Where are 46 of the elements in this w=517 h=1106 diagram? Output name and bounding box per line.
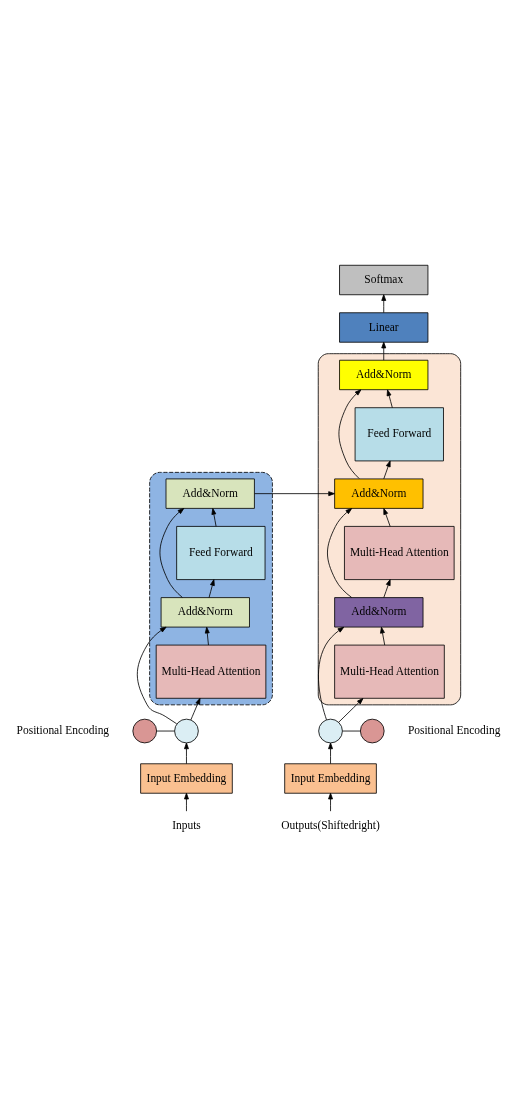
arrow <box>190 697 201 721</box>
node-circle <box>360 718 385 744</box>
node-box: Input Embedding <box>140 763 233 794</box>
node-box: Linear <box>339 312 429 343</box>
arrow <box>338 698 364 723</box>
arrow <box>208 579 215 598</box>
node-box: Feed Forward <box>176 526 266 580</box>
connector <box>156 730 175 732</box>
arrow <box>211 508 217 527</box>
arrow <box>327 508 353 598</box>
node-circle <box>132 718 157 744</box>
node-box: Add&Norm <box>334 597 424 628</box>
node-text: Inputs <box>172 819 201 832</box>
node-box: Add&Norm <box>160 597 250 628</box>
arrow <box>383 579 391 598</box>
arrow <box>383 460 391 480</box>
arrow <box>328 742 333 765</box>
arrow <box>338 389 362 479</box>
node-box: Softmax <box>339 264 429 296</box>
arrow <box>381 341 387 361</box>
node-box: Multi-Head Attention <box>155 644 267 699</box>
connector <box>342 730 361 732</box>
node-label: Positional Encoding <box>16 724 110 737</box>
arrow <box>254 491 335 497</box>
node-label: Positional Encoding <box>407 724 501 737</box>
arrow <box>328 792 333 812</box>
node-circle <box>174 718 199 744</box>
node-text: Outputs(Shiftedright) <box>281 819 380 832</box>
arrow <box>159 508 185 598</box>
node-box: Multi-Head Attention <box>334 644 445 699</box>
arrow <box>381 294 387 314</box>
arrow <box>383 508 391 527</box>
node-box: Multi-Head Attention <box>344 526 455 580</box>
node-box: Add&Norm <box>339 359 429 391</box>
node-circle <box>318 718 343 744</box>
arrow <box>386 389 393 409</box>
node-box: Feed Forward <box>354 407 444 462</box>
node-box: Input Embedding <box>284 763 377 794</box>
arrow <box>136 626 178 725</box>
node-box: Add&Norm <box>165 478 255 509</box>
arrow <box>184 742 189 765</box>
arrow <box>318 626 345 721</box>
arrow <box>204 626 210 646</box>
arrow <box>380 626 386 646</box>
arrow <box>184 792 189 812</box>
node-box: Add&Norm <box>334 478 424 509</box>
